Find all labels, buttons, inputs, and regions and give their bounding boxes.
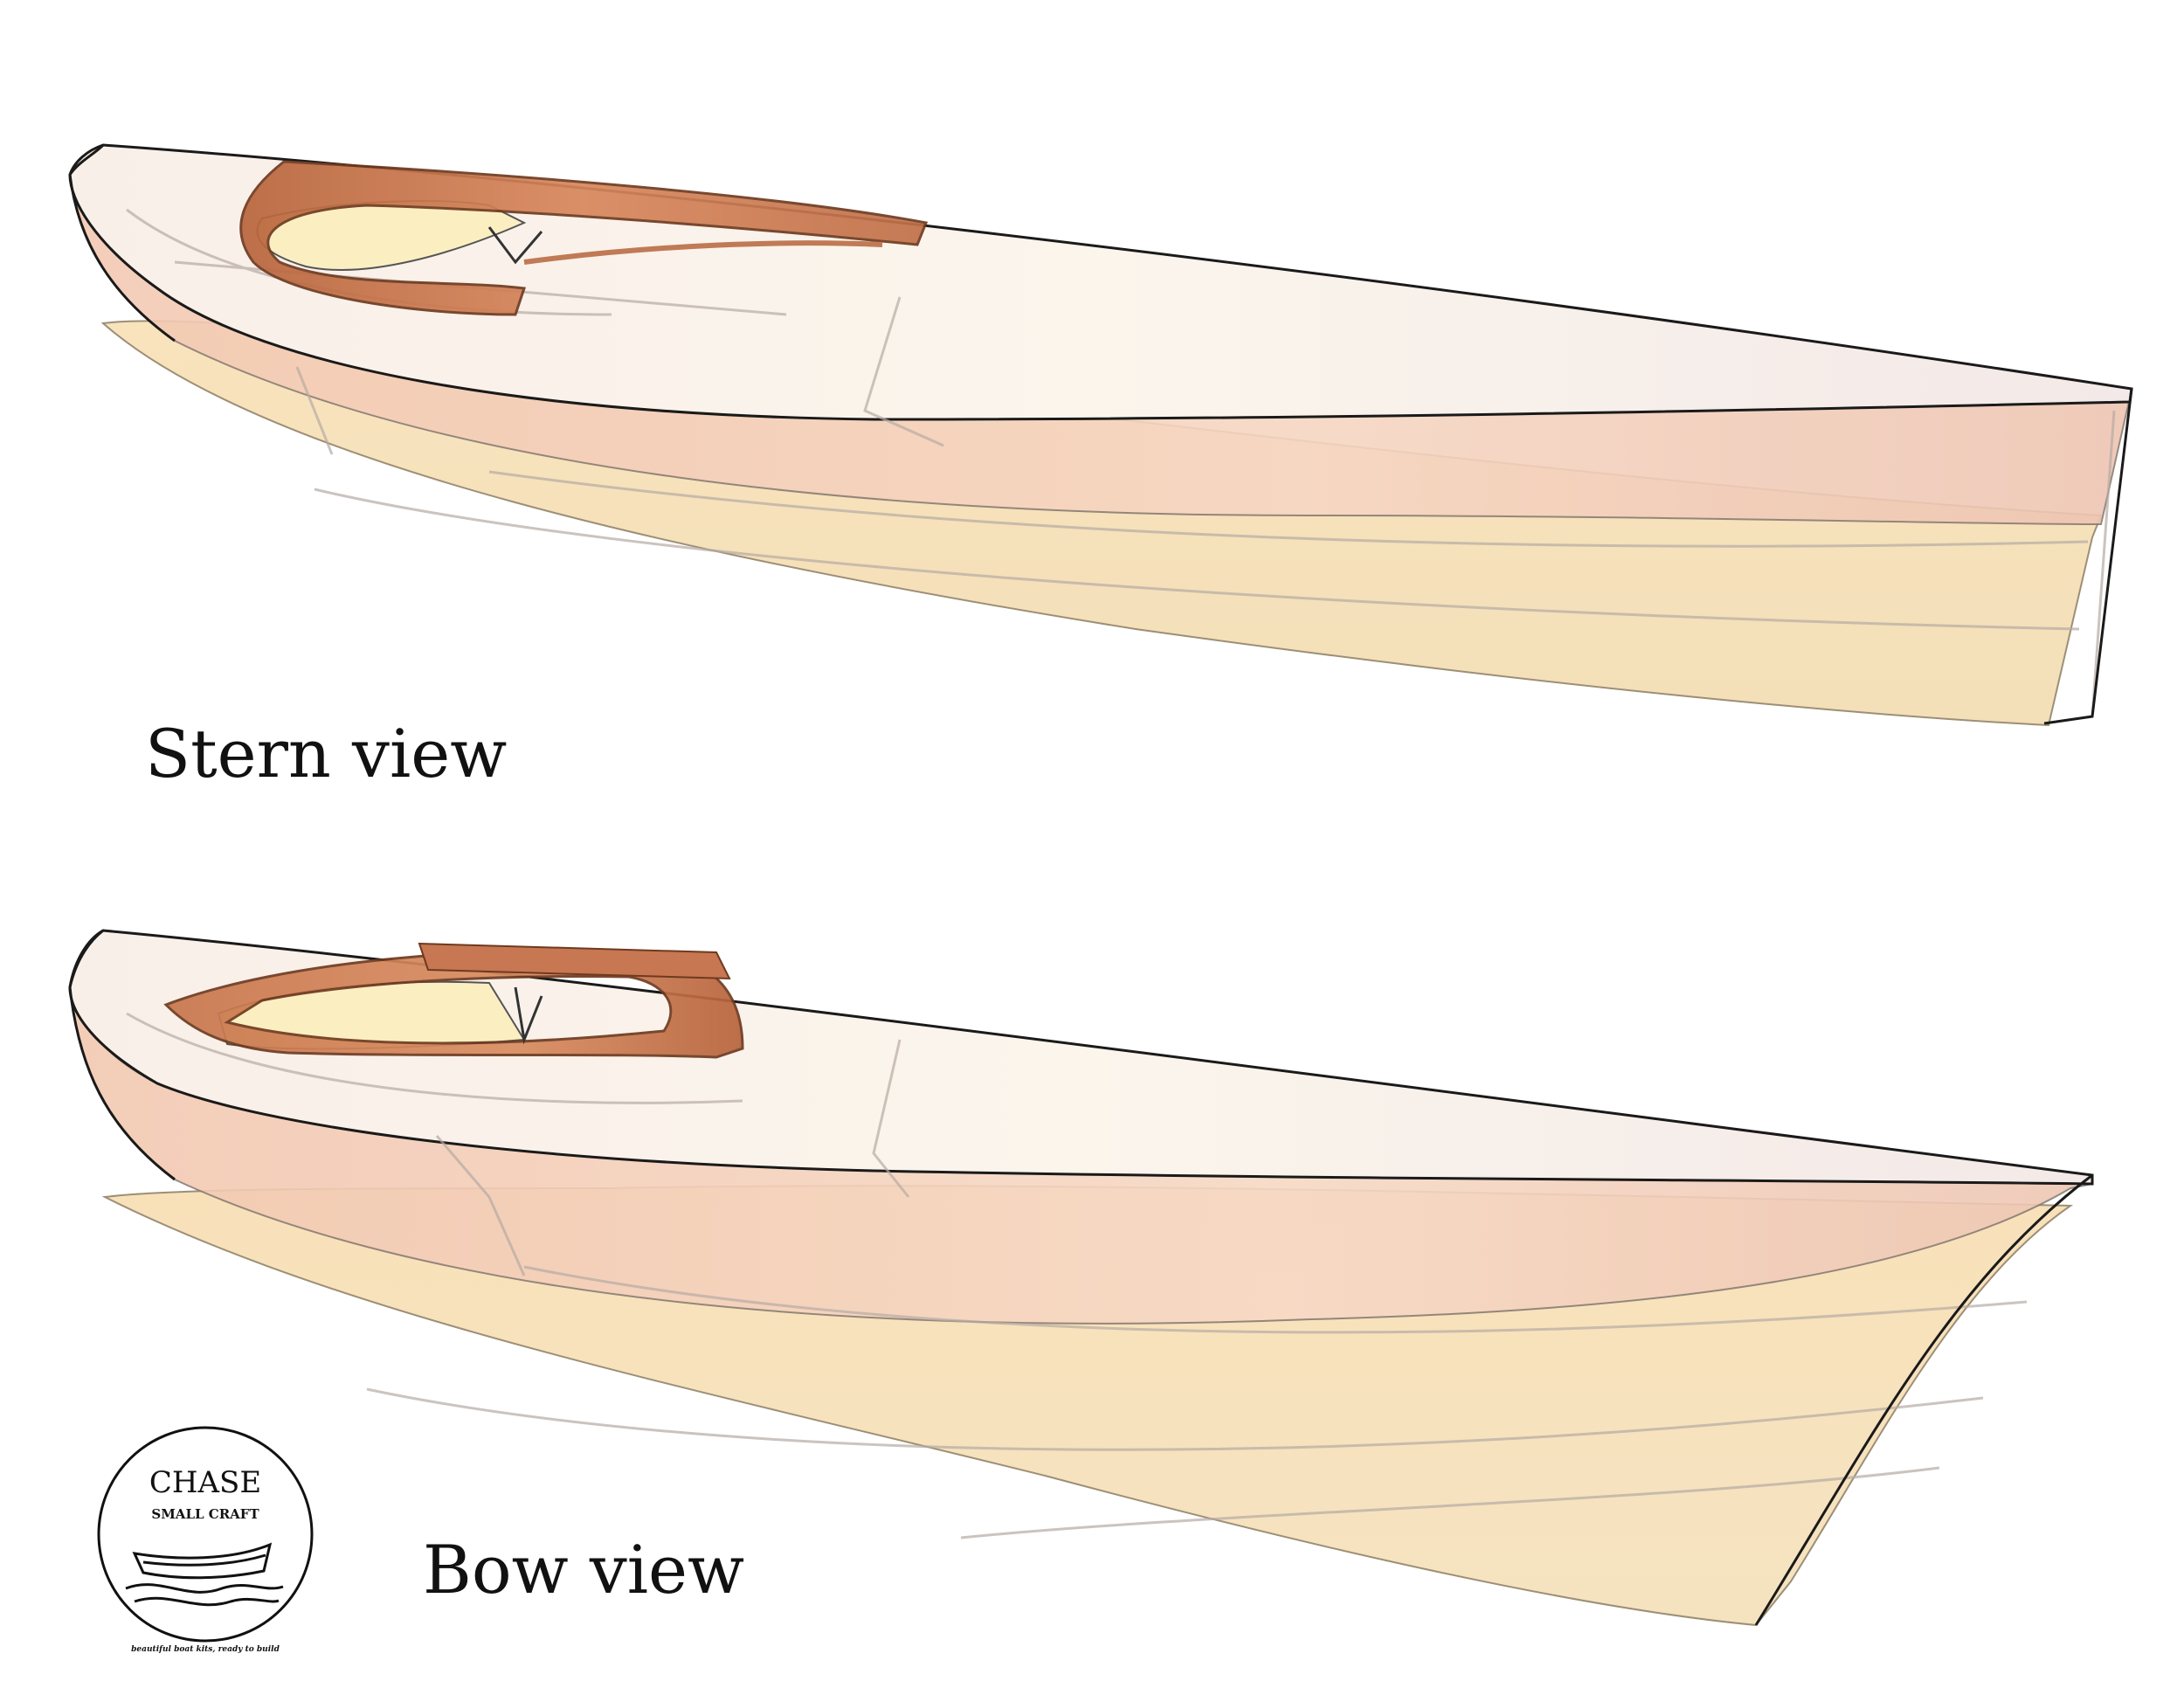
cockpit-coaming (239, 160, 929, 316)
kayak-bow-view (68, 929, 2094, 1627)
chase-small-craft-logo: CHASE SMALL CRAFT beautiful boat kits, r… (97, 1426, 314, 1654)
bow-view-caption: Bow view (423, 1531, 745, 1608)
logo-name: CHASE (149, 1465, 261, 1500)
cockpit-coaming (163, 949, 744, 1059)
deck (68, 929, 2094, 1186)
stern-view-caption: Stern view (145, 715, 508, 792)
logo-subtitle: SMALL CRAFT (151, 1506, 259, 1522)
kayak-stern-view (68, 143, 2133, 727)
logo-tagline: beautiful boat kits, ready to build (131, 1645, 280, 1654)
logo-boat-icon (125, 1542, 284, 1607)
